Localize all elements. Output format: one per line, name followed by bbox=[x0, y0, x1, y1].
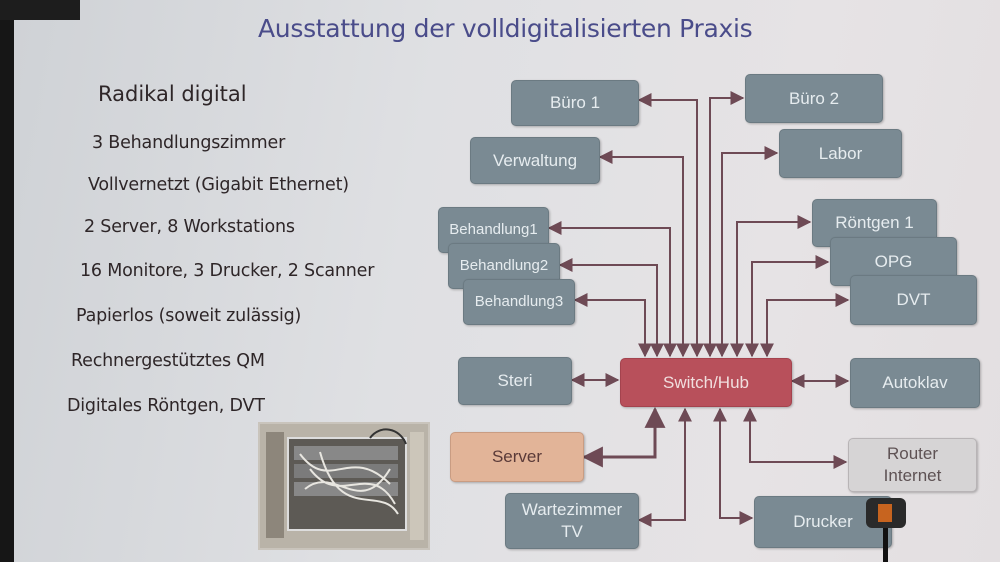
bullet-item: Digitales Röntgen, DVT bbox=[67, 396, 265, 416]
node-steri: Steri bbox=[458, 357, 572, 405]
bullet-item: 3 Behandlungszimmer bbox=[92, 133, 286, 153]
bullet-item: 16 Monitore, 3 Drucker, 2 Scanner bbox=[80, 261, 375, 281]
node-buero1: Büro 1 bbox=[511, 80, 639, 126]
router-label: Router bbox=[886, 444, 939, 463]
wartezimmer-label: Wartezimmer bbox=[521, 500, 623, 519]
lectern-lamp-icon bbox=[866, 498, 906, 562]
node-labor: Labor bbox=[779, 129, 902, 178]
node-server: Server bbox=[450, 432, 584, 482]
internet-label: Internet bbox=[883, 466, 942, 485]
bullet-item: Vollvernetzt (Gigabit Ethernet) bbox=[88, 175, 349, 195]
bullet-item: Rechnergestütztes QM bbox=[71, 351, 265, 371]
server-rack-image bbox=[260, 424, 428, 548]
slide-title: Ausstattung der volldigitalisierten Prax… bbox=[258, 14, 753, 43]
node-buero2: Büro 2 bbox=[745, 74, 883, 123]
node-switch-hub: Switch/Hub bbox=[620, 358, 792, 407]
slide-heading: Radikal digital bbox=[98, 82, 247, 106]
bullet-item: Papierlos (soweit zulässig) bbox=[76, 306, 302, 326]
tv-label: TV bbox=[561, 522, 583, 541]
node-autoklav: Autoklav bbox=[850, 358, 980, 408]
bullet-item: 2 Server, 8 Workstations bbox=[84, 217, 295, 237]
server-rack-photo bbox=[258, 422, 430, 550]
node-dvt: DVT bbox=[850, 275, 977, 325]
node-verwaltung: Verwaltung bbox=[470, 137, 600, 184]
node-router-internet: Router Internet bbox=[848, 438, 977, 492]
screen-edge bbox=[0, 0, 80, 20]
node-behandlung3: Behandlung3 bbox=[463, 279, 575, 325]
node-wartezimmer-tv: Wartezimmer TV bbox=[505, 493, 639, 549]
